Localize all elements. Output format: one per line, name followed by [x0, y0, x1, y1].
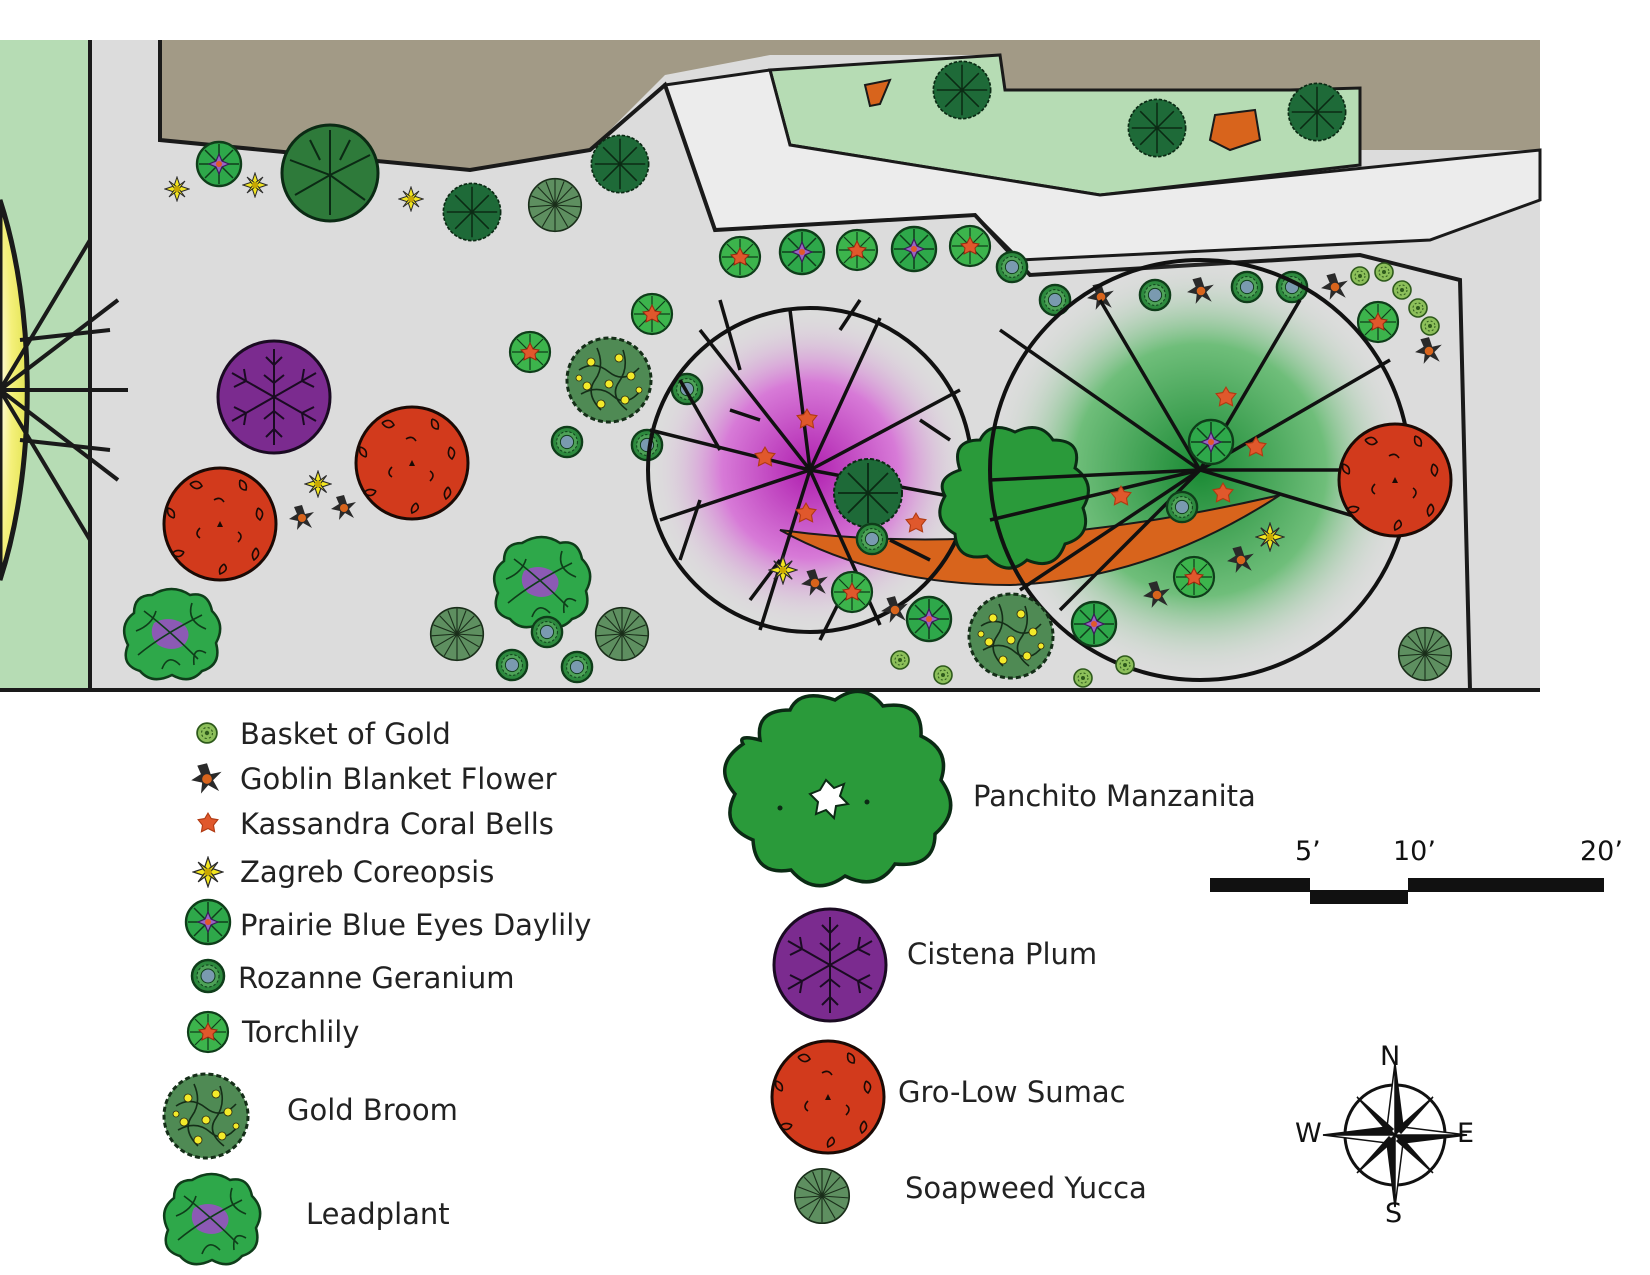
legend-zagreb-coreopsis-icon	[192, 856, 224, 888]
legend-leadplant-label: Leadplant	[306, 1197, 450, 1231]
evergreen-shrub	[833, 458, 903, 528]
legend-kassandra-coral-bells-icon	[197, 812, 219, 833]
legend-cistena-plum-label: Cistena Plum	[907, 937, 1098, 971]
left-planting	[122, 123, 704, 684]
legend-kassandra-coral-bells-label: Kassandra Coral Bells	[240, 807, 554, 841]
sumac-east	[1337, 422, 1453, 538]
legend-panchito-manzanita-icon	[722, 689, 953, 888]
compass-north-label: N	[1380, 1041, 1401, 1072]
legend-gro-low-sumac-label: Gro-Low Sumac	[898, 1075, 1126, 1109]
boulder	[863, 78, 892, 108]
legend-gro-low-sumac-icon	[770, 1039, 886, 1155]
scale-5ft-label: 5’	[1295, 836, 1321, 867]
legend-soapweed-yucca-label: Soapweed Yucca	[905, 1171, 1147, 1205]
legend-zagreb-coreopsis-label: Zagreb Coreopsis	[240, 855, 495, 889]
compass-south-label: S	[1385, 1198, 1403, 1229]
legend-prairie-blue-eyes-daylily-icon	[184, 898, 232, 946]
compass-rose-icon	[1322, 1062, 1468, 1208]
manzanita-cluster	[938, 426, 1090, 570]
legend-rozanne-geranium-icon	[190, 958, 226, 994]
legend-prairie-blue-eyes-daylily-label: Prairie Blue Eyes Daylily	[240, 908, 592, 942]
legend-panchito-manzanita-label: Panchito Manzanita	[973, 779, 1256, 813]
scale-20ft-label: 20’	[1580, 836, 1623, 867]
legend-gold-broom-icon	[162, 1072, 250, 1160]
scale-bar	[1210, 878, 1604, 904]
boulder	[1208, 108, 1262, 152]
legend-leadplant-icon	[162, 1172, 262, 1266]
legend-gold-broom-label: Gold Broom	[287, 1093, 458, 1127]
compass-east-label: E	[1457, 1118, 1475, 1149]
legend-goblin-blanket-flower-icon	[191, 763, 222, 794]
building	[160, 40, 1540, 170]
legend-rozanne-geranium-label: Rozanne Geranium	[238, 961, 515, 995]
compass-west-label: W	[1295, 1118, 1322, 1149]
legend-torchlily-label: Torchlily	[242, 1015, 360, 1049]
scale-10ft-label: 10’	[1393, 836, 1436, 867]
legend-torchlily-icon	[186, 1010, 230, 1054]
legend-basket-of-gold-icon	[196, 722, 218, 744]
legend-basket-of-gold-label: Basket of Gold	[240, 717, 451, 751]
yellow-tree-branches	[0, 238, 128, 542]
legend-goblin-blanket-flower-label: Goblin Blanket Flower	[240, 762, 557, 796]
legend-soapweed-yucca-icon	[793, 1167, 851, 1225]
legend-cistena-plum-icon	[772, 907, 888, 1023]
